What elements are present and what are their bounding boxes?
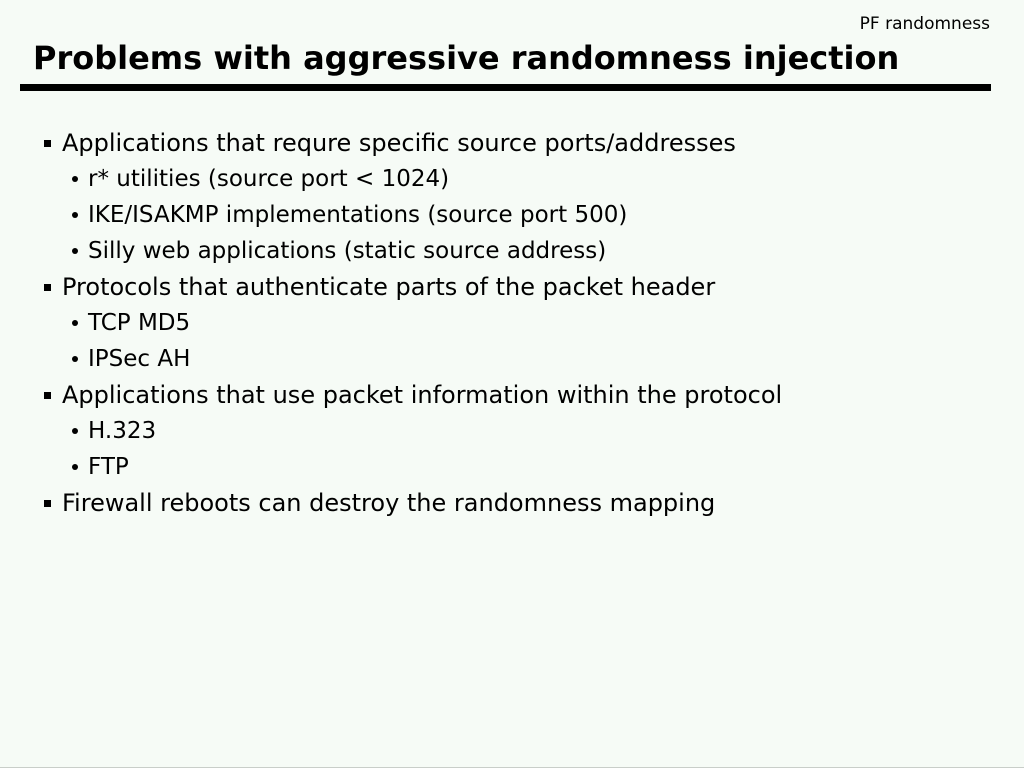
dot-bullet-icon bbox=[72, 464, 78, 470]
square-bullet-icon bbox=[44, 139, 51, 147]
square-bullet-icon bbox=[44, 391, 51, 399]
slide-title: Problems with aggressive randomness inje… bbox=[33, 39, 900, 77]
list-item: Applications that use packet information… bbox=[44, 377, 1004, 413]
dot-bullet-icon bbox=[72, 320, 78, 326]
list-item-text: Applications that requre specific source… bbox=[62, 129, 736, 157]
sub-list-item-text: r* utilities (source port < 1024) bbox=[88, 166, 450, 192]
sub-list-item-text: IPSec AH bbox=[88, 346, 191, 372]
list-item: Protocols that authenticate parts of the… bbox=[44, 269, 1004, 305]
sub-list-item-text: IKE/ISAKMP implementations (source port … bbox=[88, 202, 628, 228]
dot-bullet-icon bbox=[72, 176, 78, 182]
sub-list-item: FTP bbox=[72, 449, 1004, 485]
list-item-text: Applications that use packet information… bbox=[62, 381, 783, 409]
dot-bullet-icon bbox=[72, 428, 78, 434]
dot-bullet-icon bbox=[72, 212, 78, 218]
sub-list-item: IKE/ISAKMP implementations (source port … bbox=[72, 197, 1004, 233]
sub-list-item-text: Silly web applications (static source ad… bbox=[88, 238, 607, 264]
sub-list-item: IPSec AH bbox=[72, 341, 1004, 377]
sub-list-item-text: FTP bbox=[88, 454, 129, 480]
square-bullet-icon bbox=[44, 283, 51, 291]
sub-list-item: TCP MD5 bbox=[72, 305, 1004, 341]
slide-corner-label: PF randomness bbox=[859, 14, 990, 34]
sub-list-item: Silly web applications (static source ad… bbox=[72, 233, 1004, 269]
square-bullet-icon bbox=[44, 499, 51, 507]
title-rule-divider bbox=[20, 84, 991, 91]
sub-list-item: H.323 bbox=[72, 413, 1004, 449]
sub-list-item-text: TCP MD5 bbox=[88, 310, 191, 336]
bullet-list: Applications that requre specific source… bbox=[44, 125, 1004, 521]
sub-list-item: r* utilities (source port < 1024) bbox=[72, 161, 1004, 197]
list-item: Firewall reboots can destroy the randomn… bbox=[44, 485, 1004, 521]
dot-bullet-icon bbox=[72, 248, 78, 254]
list-item-text: Firewall reboots can destroy the randomn… bbox=[62, 489, 716, 517]
list-item: Applications that requre specific source… bbox=[44, 125, 1004, 161]
sub-list-item-text: H.323 bbox=[88, 418, 157, 444]
dot-bullet-icon bbox=[72, 356, 78, 362]
list-item-text: Protocols that authenticate parts of the… bbox=[62, 273, 716, 301]
